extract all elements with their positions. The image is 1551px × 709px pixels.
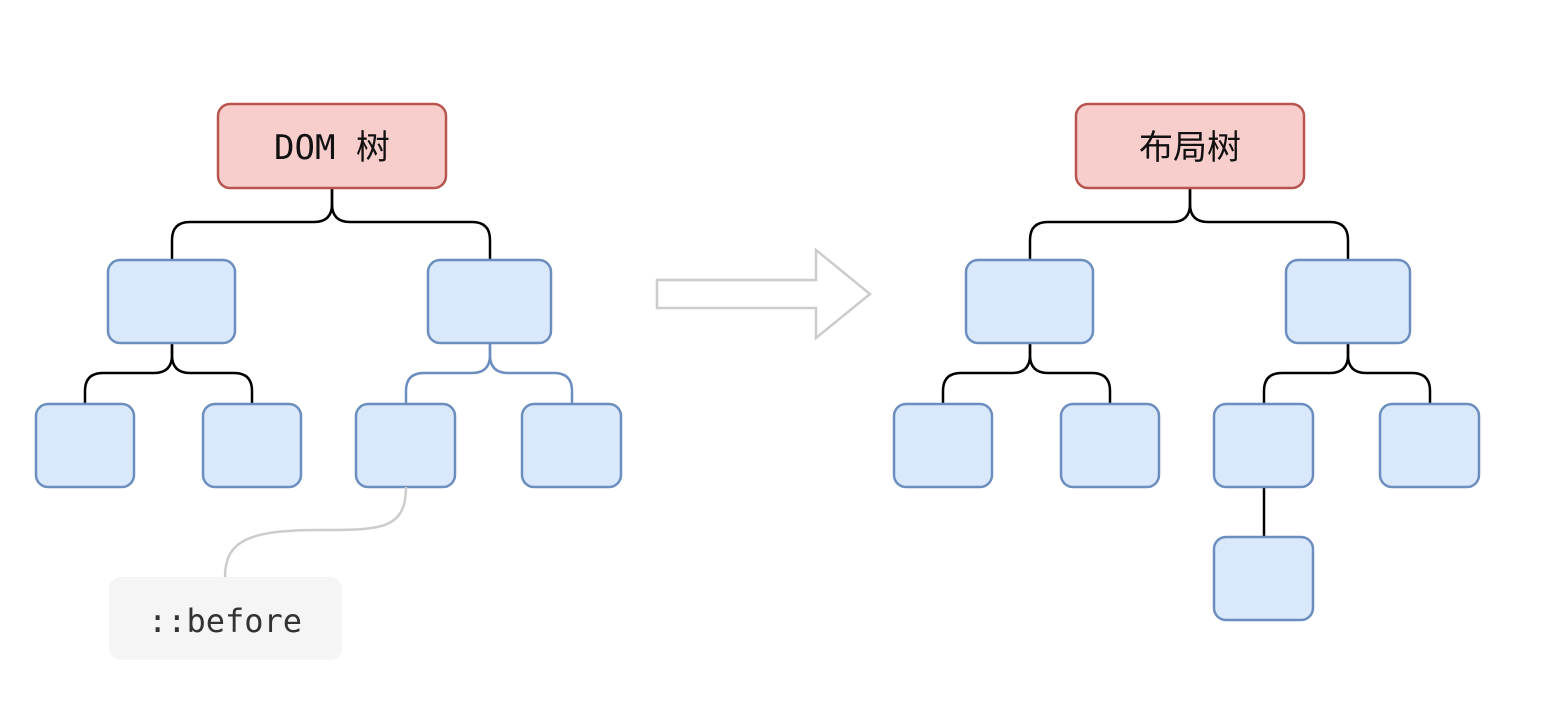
dom-edge-root-right <box>330 188 492 260</box>
pseudo-callout-line <box>223 486 408 578</box>
layout-leaf-3 <box>1212 402 1315 489</box>
dom-tree: DOM 树 <box>34 102 623 489</box>
transform-arrow <box>655 247 872 341</box>
dom-node-right <box>426 258 553 345</box>
layout-root-label: 布局树 <box>1139 128 1241 168</box>
pseudo-callout-box <box>109 577 342 660</box>
dom-leaf-1 <box>34 402 136 489</box>
layout-leaf-1 <box>892 402 994 489</box>
dom-leaf-4 <box>520 402 623 489</box>
layout-leaf-4 <box>1378 402 1481 489</box>
dom-edge-root-left <box>170 188 334 260</box>
pseudo-callout: ::before <box>109 486 408 660</box>
layout-edge-right-leaf3 <box>1262 343 1350 404</box>
dom-pseudo-node <box>354 402 457 489</box>
layout-pseudo-box-node <box>1212 535 1315 622</box>
dom-edge-right-pseudo <box>404 343 492 404</box>
dom-edge-left-leaf1 <box>83 343 174 404</box>
layout-edge-left-leaf2 <box>1028 343 1112 404</box>
dom-edge-left-leaf2 <box>170 343 254 404</box>
layout-node-right <box>1284 258 1412 345</box>
dom-node-left <box>106 258 237 345</box>
dom-root-node <box>216 102 448 190</box>
dom-edge-right-leaf <box>488 343 574 404</box>
layout-tree: 布局树 <box>892 102 1481 622</box>
pseudo-element-label: ::before <box>148 602 302 640</box>
dom-leaf-2 <box>201 402 303 489</box>
layout-edge-right-leaf4 <box>1346 343 1432 404</box>
layout-edge-root-right <box>1188 188 1350 260</box>
layout-edge-root-left <box>1028 188 1192 260</box>
dom-root-label: DOM 树 <box>274 128 390 168</box>
layout-node-left <box>964 258 1095 345</box>
layout-edge-left-leaf1 <box>941 343 1032 404</box>
layout-root-node <box>1074 102 1306 190</box>
layout-leaf-2 <box>1059 402 1161 489</box>
